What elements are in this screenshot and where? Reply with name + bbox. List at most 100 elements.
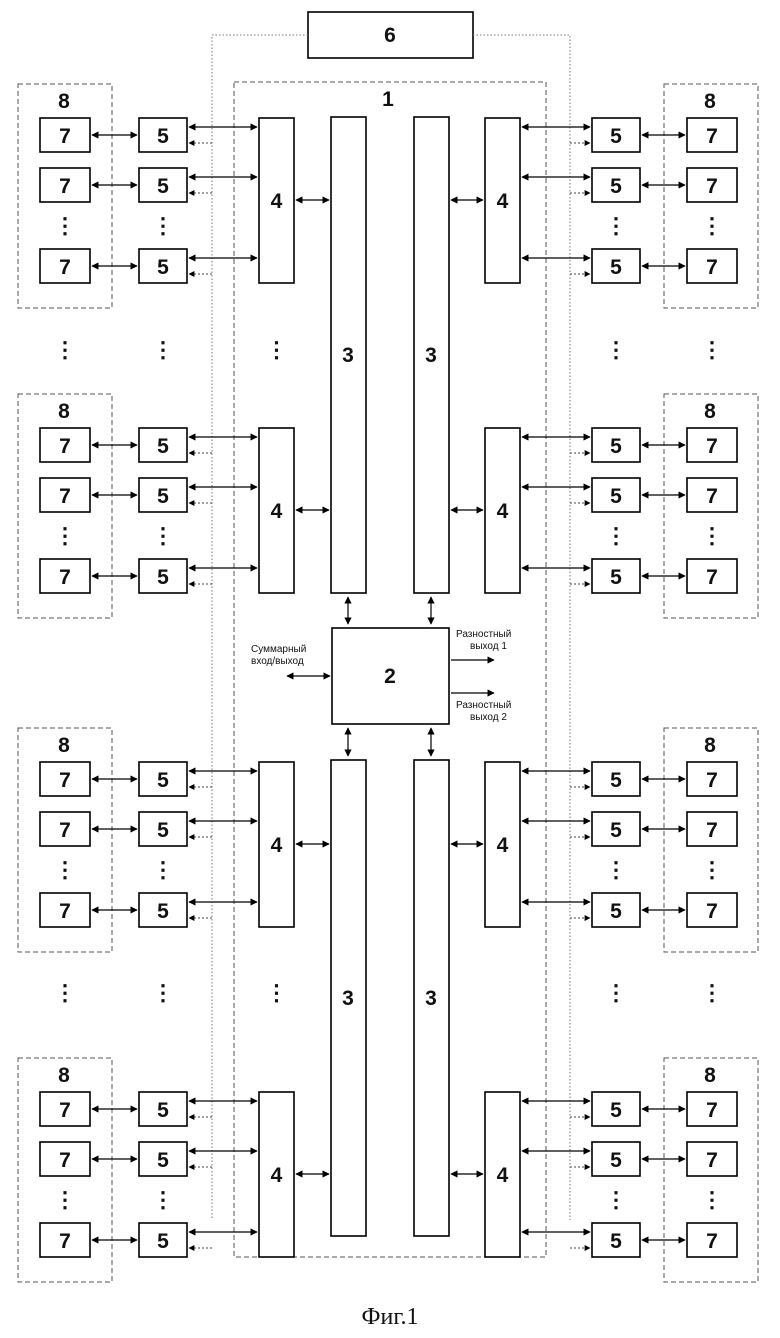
group-right-1-row-3-block-5-label: 5	[610, 256, 622, 279]
group-left-3-row-1-block-7-label: 7	[59, 769, 71, 792]
group-left-3-row-1-block-5-label: 5	[157, 769, 169, 792]
group-right-4-block-4-label: 4	[497, 1164, 509, 1187]
group-left-1-block-8-label: 8	[58, 90, 70, 113]
group-right-3-block-4-label: 4	[497, 834, 509, 857]
gap-left-1-ellipsis-4: ⋮	[266, 337, 288, 362]
group-left-2-row-2-block-5-label: 5	[157, 485, 169, 508]
group-left-4-block-4-label: 4	[271, 1164, 283, 1187]
group-left-1-block-4-label: 4	[271, 190, 283, 213]
group-left-2-block-8-label: 8	[58, 400, 70, 423]
block-3-lower-left-label: 3	[342, 987, 354, 1010]
gap-left-2-ellipsis-4: ⋮	[266, 980, 288, 1005]
group-left-3-row-2-block-7-label: 7	[59, 819, 71, 842]
group-right-2-block-8-label: 8	[704, 400, 716, 423]
group-right-1-ellipsis-7: ⋮	[701, 213, 723, 238]
group-left-2-ellipsis-5: ⋮	[152, 523, 174, 548]
group-right-2-row-2-block-5-label: 5	[610, 485, 622, 508]
gap-right-2-ellipsis-5: ⋮	[605, 980, 627, 1005]
group-left-4-block-8-label: 8	[58, 1064, 70, 1087]
gap-right-2-ellipsis-7: ⋮	[701, 980, 723, 1005]
group-right-4-row-1-block-7-label: 7	[706, 1099, 718, 1122]
group-left-2-row-3-block-5-label: 5	[157, 566, 169, 589]
group-right-4-row-1-block-5-label: 5	[610, 1099, 622, 1122]
group-left-4-row-3-block-5-label: 5	[157, 1230, 169, 1253]
group-right-2-block-4-label: 4	[497, 500, 509, 523]
group-left-4-row-2-block-7-label: 7	[59, 1149, 71, 1172]
group-left-1-row-1-block-5-label: 5	[157, 125, 169, 148]
group-right-4-ellipsis-7: ⋮	[701, 1187, 723, 1212]
group-left-1-row-2-block-5-label: 5	[157, 175, 169, 198]
group-right-2-row-3-block-5-label: 5	[610, 566, 622, 589]
group-right-3-row-3-block-7-label: 7	[706, 900, 718, 923]
gap-left-2-ellipsis-5: ⋮	[152, 980, 174, 1005]
group-left-1-ellipsis-7: ⋮	[54, 213, 76, 238]
group-left-1-row-2-block-7-label: 7	[59, 175, 71, 198]
group-right-2-ellipsis-5: ⋮	[605, 523, 627, 548]
group-right-1-row-3-block-7-label: 7	[706, 256, 718, 279]
gap-left-1-ellipsis-7: ⋮	[54, 337, 76, 362]
group-left-3-row-2-block-5-label: 5	[157, 819, 169, 842]
group-left-1-row-3-block-5-label: 5	[157, 256, 169, 279]
group-right-2-row-2-block-7-label: 7	[706, 485, 718, 508]
group-right-1-row-2-block-7-label: 7	[706, 175, 718, 198]
group-left-4-ellipsis-5: ⋮	[152, 1187, 174, 1212]
group-right-4-ellipsis-5: ⋮	[605, 1187, 627, 1212]
group-right-3-row-2-block-5-label: 5	[610, 819, 622, 842]
group-left-2-row-1-block-5-label: 5	[157, 435, 169, 458]
group-left-3-row-3-block-5-label: 5	[157, 900, 169, 923]
group-left-1-ellipsis-5: ⋮	[152, 213, 174, 238]
group-right-4-row-3-block-5-label: 5	[610, 1230, 622, 1253]
group-left-2-block-4-label: 4	[271, 500, 283, 523]
group-left-4-row-2-block-5-label: 5	[157, 1149, 169, 1172]
group-right-2-row-3-block-7-label: 7	[706, 566, 718, 589]
gap-right-1-ellipsis-5: ⋮	[605, 337, 627, 362]
group-left-3-block-4-label: 4	[271, 834, 283, 857]
group-right-3-row-1-block-7-label: 7	[706, 769, 718, 792]
figure-caption: Фиг.1	[362, 1304, 419, 1330]
group-left-4-row-1-block-7-label: 7	[59, 1099, 71, 1122]
group-right-2-row-1-block-5-label: 5	[610, 435, 622, 458]
diff-out-1-label-2: выход 1	[470, 641, 507, 652]
sum-io-label-2: вход/выход	[251, 656, 304, 667]
group-right-3-ellipsis-5: ⋮	[605, 857, 627, 882]
group-left-2-row-2-block-7-label: 7	[59, 485, 71, 508]
group-left-3-ellipsis-7: ⋮	[54, 857, 76, 882]
group-right-1-ellipsis-5: ⋮	[605, 213, 627, 238]
gap-right-1-ellipsis-7: ⋮	[701, 337, 723, 362]
group-left-3-row-3-block-7-label: 7	[59, 900, 71, 923]
group-left-1-row-3-block-7-label: 7	[59, 256, 71, 279]
diff-out-2-label-1: Разностный	[456, 700, 511, 711]
sum-io-label-1: Суммарный	[251, 644, 306, 655]
diff-out-2-label-2: выход 2	[470, 712, 507, 723]
group-left-2-row-1-block-7-label: 7	[59, 435, 71, 458]
diff-out-1-label-1: Разностный	[456, 629, 511, 640]
group-left-4-row-3-block-7-label: 7	[59, 1230, 71, 1253]
group-right-1-row-1-block-7-label: 7	[706, 125, 718, 148]
group-left-3-ellipsis-5: ⋮	[152, 857, 174, 882]
group-right-3-block-8-label: 8	[704, 734, 716, 757]
group-right-3-row-3-block-5-label: 5	[610, 900, 622, 923]
group-right-4-row-2-block-5-label: 5	[610, 1149, 622, 1172]
block-3-lower-right-label: 3	[425, 987, 437, 1010]
block-6-label: 6	[384, 24, 396, 47]
group-right-2-row-1-block-7-label: 7	[706, 435, 718, 458]
block-2-label: 2	[384, 665, 396, 688]
group-right-3-ellipsis-7: ⋮	[701, 857, 723, 882]
group-right-1-row-2-block-5-label: 5	[610, 175, 622, 198]
group-right-1-block-8-label: 8	[704, 90, 716, 113]
group-left-4-row-1-block-5-label: 5	[157, 1099, 169, 1122]
group-left-3-block-8-label: 8	[58, 734, 70, 757]
block-1-label: 1	[382, 88, 394, 111]
gap-left-1-ellipsis-5: ⋮	[152, 337, 174, 362]
group-right-1-block-4-label: 4	[497, 190, 509, 213]
block-3-upper-left-label: 3	[342, 344, 354, 367]
group-right-3-row-1-block-5-label: 5	[610, 769, 622, 792]
group-right-2-ellipsis-7: ⋮	[701, 523, 723, 548]
group-right-4-block-8-label: 8	[704, 1064, 716, 1087]
group-right-1-row-1-block-5-label: 5	[610, 125, 622, 148]
group-left-1-row-1-block-7-label: 7	[59, 125, 71, 148]
group-left-2-row-3-block-7-label: 7	[59, 566, 71, 589]
group-right-4-row-3-block-7-label: 7	[706, 1230, 718, 1253]
group-right-4-row-2-block-7-label: 7	[706, 1149, 718, 1172]
